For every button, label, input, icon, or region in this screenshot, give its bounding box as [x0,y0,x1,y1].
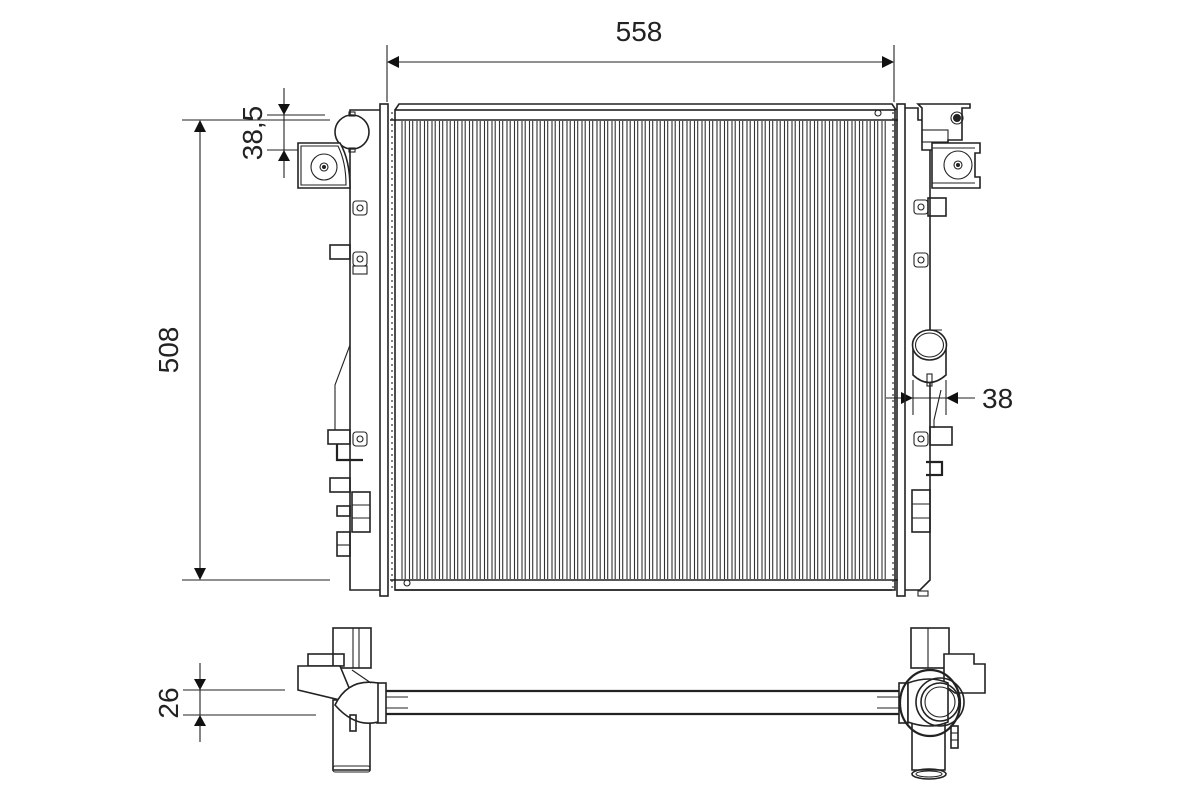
core-fins [401,121,886,579]
dimension-width-label: 558 [616,16,663,47]
dimension-filler-offset-label: 38,5 [237,106,268,161]
right-tank-top [898,627,986,780]
dimension-filler-offset: 38,5 [237,88,325,178]
dimension-outlet-diameter-label: 38 [982,383,1013,414]
left-tank-top [297,627,379,773]
left-tank [297,109,380,591]
mount-bolt [352,251,368,267]
dimension-width: 558 [386,16,895,102]
dimension-core-thickness: 26 [153,663,316,742]
radiator-top-view [297,627,986,780]
dimension-height: 508 [153,119,330,581]
dimension-height-label: 508 [153,327,184,374]
dimension-core-thickness-label: 26 [153,687,184,718]
mount-bolt [913,431,929,447]
mount-bolt [352,431,368,447]
right-tank [905,103,981,597]
mount-bolt [352,200,368,216]
lower-outlet [911,329,948,428]
radiator-front-view [297,103,981,597]
filler-cap [334,114,370,150]
mount-bolt [913,199,929,215]
mount-bolt [913,252,929,268]
